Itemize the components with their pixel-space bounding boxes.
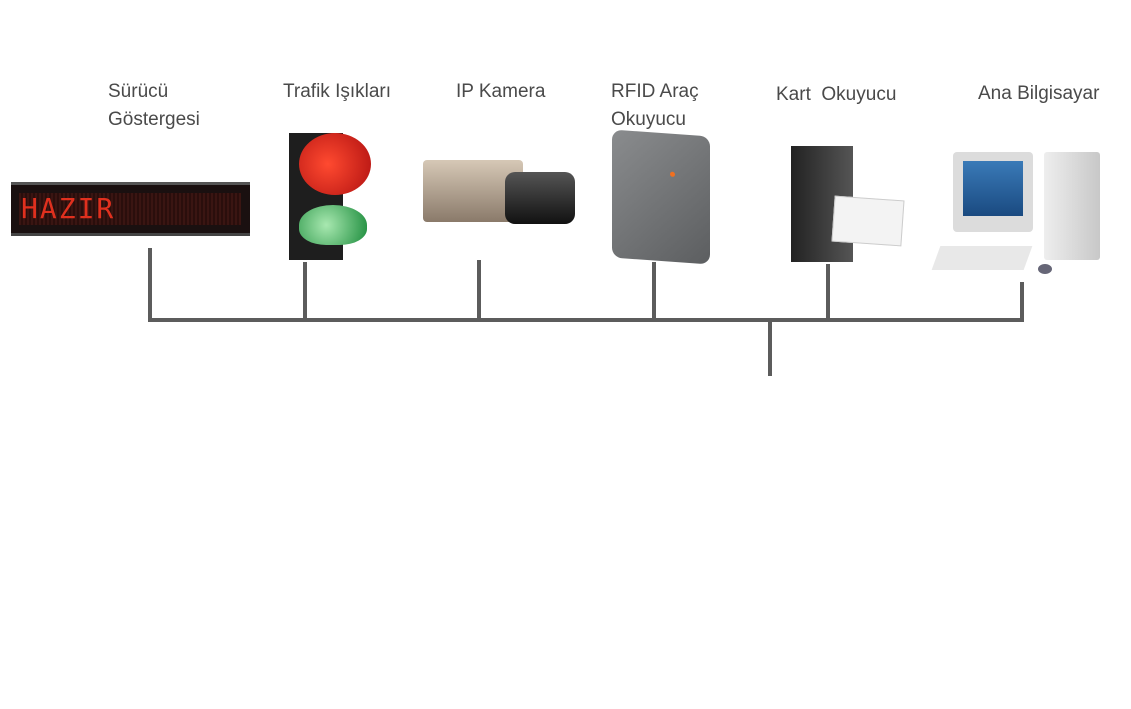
label-traffic-lights: Trafik Işıkları	[283, 81, 392, 102]
label-card-reader: Kart Okuyucu	[776, 84, 897, 105]
computer-tower	[1044, 152, 1100, 260]
drop-line	[148, 248, 152, 320]
drop-line	[652, 262, 656, 320]
led-text: HAZIR	[21, 192, 116, 225]
mouse	[1038, 264, 1052, 274]
drop-line	[303, 262, 307, 320]
camera-lens	[505, 172, 575, 224]
label-ip-camera: IP Kamera	[456, 81, 546, 102]
computer-monitor	[953, 152, 1033, 232]
bus-line	[148, 318, 1024, 322]
led-display: HAZIR	[11, 182, 250, 236]
keyboard	[931, 246, 1033, 270]
rfid-reader	[612, 129, 710, 265]
card	[831, 195, 905, 247]
drop-line	[826, 264, 830, 320]
traffic-light	[289, 133, 371, 260]
trunk-line	[768, 320, 772, 376]
label-main-computer: Ana Bilgisayar	[978, 83, 1100, 104]
drop-line	[1020, 282, 1024, 320]
drop-line	[477, 260, 481, 320]
